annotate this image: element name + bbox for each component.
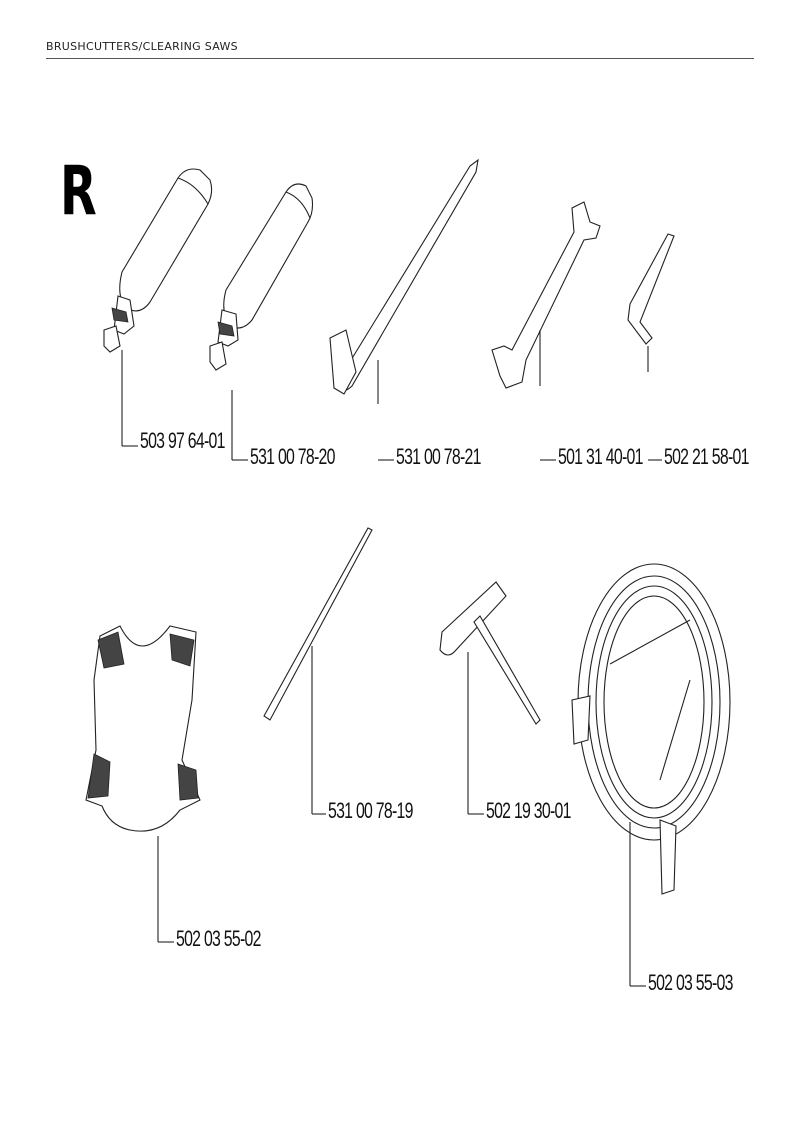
grease-tube-icon: [103, 168, 213, 447]
part-number-label: 502 19 30-01: [486, 798, 571, 823]
hex-key-icon: [627, 233, 675, 461]
part-number-label: 531 00 78-19: [328, 798, 413, 823]
section-letter: R: [60, 152, 97, 231]
part-number-label: 501 31 40-01: [558, 444, 643, 469]
trimmer-line-icon: [571, 563, 731, 987]
part-number-label: 502 03 55-03: [648, 970, 733, 995]
part-number-label: 531 00 78-21: [396, 444, 481, 469]
part-number-label: 502 03 55-02: [176, 926, 261, 951]
harness-vest-icon: [85, 625, 201, 943]
socket-wrench-icon: [329, 158, 479, 461]
header-title: BRUSHCUTTERS/CLEARING SAWS: [46, 40, 238, 53]
part-number-label: 502 21 58-01: [664, 444, 749, 469]
part-number-label: 503 97 64-01: [140, 428, 225, 453]
grease-tube-icon: [209, 183, 314, 461]
combination-spanner-screwdriver-icon: [439, 581, 541, 815]
locking-pin-icon: [263, 527, 373, 815]
part-number-label: 531 00 78-20: [250, 444, 335, 469]
combination-spanner-icon: [491, 201, 601, 461]
page-header: BRUSHCUTTERS/CLEARING SAWS: [46, 38, 754, 59]
